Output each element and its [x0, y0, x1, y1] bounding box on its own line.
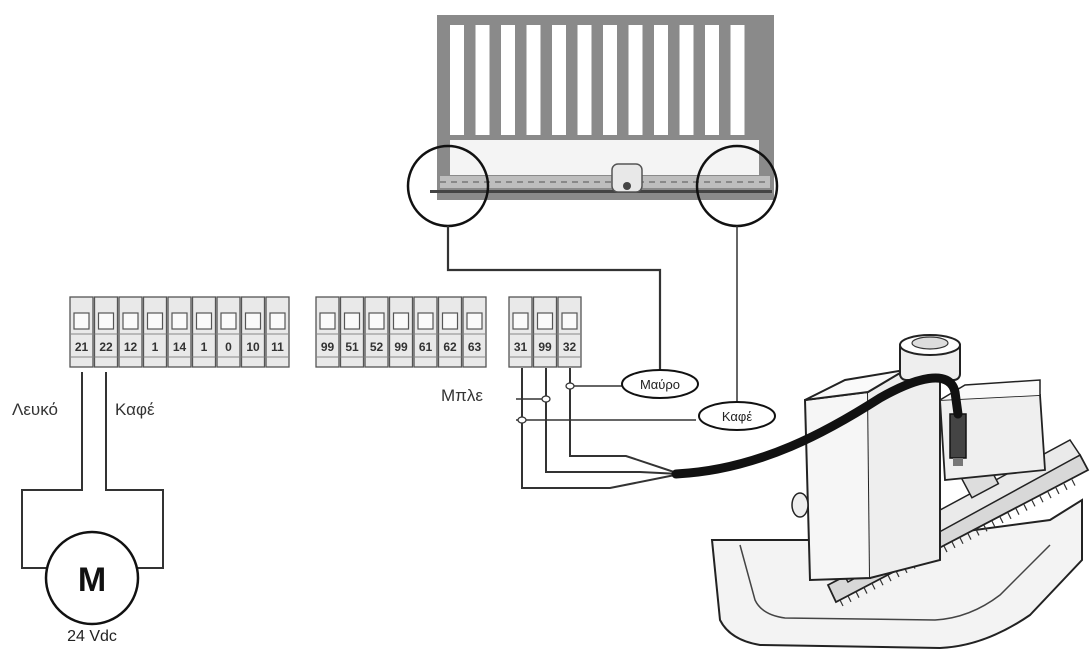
terminal: 0	[216, 296, 241, 368]
terminal: 12	[118, 296, 143, 368]
gate-motor-head	[611, 163, 643, 193]
gate-slat	[577, 25, 592, 135]
gate-operator-illustration	[671, 334, 1090, 650]
gate-slat	[475, 25, 490, 135]
terminal-block-group-c: 31 99 32	[508, 296, 582, 368]
motor-letter: M	[78, 561, 106, 599]
terminal: 32	[557, 296, 582, 368]
terminal-number: 21	[75, 340, 89, 354]
gate-slat	[654, 25, 668, 135]
terminal-number: 99	[321, 340, 335, 354]
terminal: 1	[191, 296, 217, 368]
terminal-number: 11	[271, 340, 284, 354]
wire-31	[521, 368, 681, 489]
callout-brown-text: Καφέ	[722, 409, 752, 424]
terminal-number: 99	[394, 340, 408, 354]
gate-slats	[450, 25, 745, 135]
callout-black-text: Μαύρο	[640, 377, 680, 392]
terminal: 99	[532, 296, 558, 368]
wire-brown-motor	[105, 372, 164, 569]
wiring	[21, 226, 738, 569]
terminal-number: 14	[173, 340, 187, 354]
terminal-number: 63	[468, 340, 482, 354]
gate-illustration	[406, 15, 779, 228]
terminal-number: 51	[345, 340, 359, 354]
gate-slat	[730, 25, 745, 135]
gate-slat	[501, 25, 515, 135]
terminal: 14	[167, 296, 192, 368]
terminal: 11	[265, 296, 290, 368]
terminal-number: 61	[419, 340, 433, 354]
label-blue-wire: Μπλε	[441, 386, 483, 405]
gate-slat	[705, 25, 719, 135]
gate-slat	[552, 25, 566, 135]
wire-black-limit	[446, 226, 662, 372]
terminal: 99	[388, 296, 414, 368]
terminal-number: 10	[246, 340, 260, 354]
terminal-number: 31	[514, 340, 528, 354]
terminal-number: 52	[370, 340, 384, 354]
terminal-number: 12	[124, 340, 138, 354]
motor-voltage-label: 24 Vdc	[67, 628, 117, 645]
gate-slat	[526, 25, 541, 135]
wire-ferrules	[517, 382, 575, 424]
terminal: 62	[437, 296, 463, 368]
terminal: 22	[93, 296, 119, 368]
terminal-number: 62	[443, 340, 457, 354]
terminal: 61	[413, 296, 438, 368]
label-white-wire: Λευκό	[12, 400, 58, 419]
terminal-number: 1	[201, 340, 208, 354]
terminal: 31	[508, 296, 533, 368]
gate-slat	[628, 25, 643, 135]
callout-black: Μαύρο	[621, 369, 699, 399]
motor-symbol: M	[44, 530, 140, 626]
callout-brown: Καφέ	[698, 401, 776, 431]
wire-white	[21, 372, 83, 569]
terminal: 99	[315, 296, 340, 368]
gate-slat	[450, 25, 464, 135]
terminal-number: 1	[152, 340, 159, 354]
label-brown-wire: Καφέ	[115, 400, 155, 419]
terminal-number: 32	[563, 340, 577, 354]
terminal: 63	[462, 296, 487, 368]
wire-32	[569, 368, 681, 475]
terminal-block-group-b: 99 51 52 99 61 62 63	[315, 296, 487, 368]
motor-cable	[671, 373, 963, 479]
terminal-number: 0	[225, 340, 232, 354]
terminal: 21	[69, 296, 94, 368]
terminal: 1	[142, 296, 168, 368]
gate-slat	[603, 25, 617, 135]
terminal-number: 99	[538, 340, 552, 354]
gate-slat	[679, 25, 694, 135]
terminal: 52	[364, 296, 389, 368]
terminal-number: 22	[99, 340, 113, 354]
terminal: 51	[339, 296, 365, 368]
terminal: 10	[240, 296, 266, 368]
